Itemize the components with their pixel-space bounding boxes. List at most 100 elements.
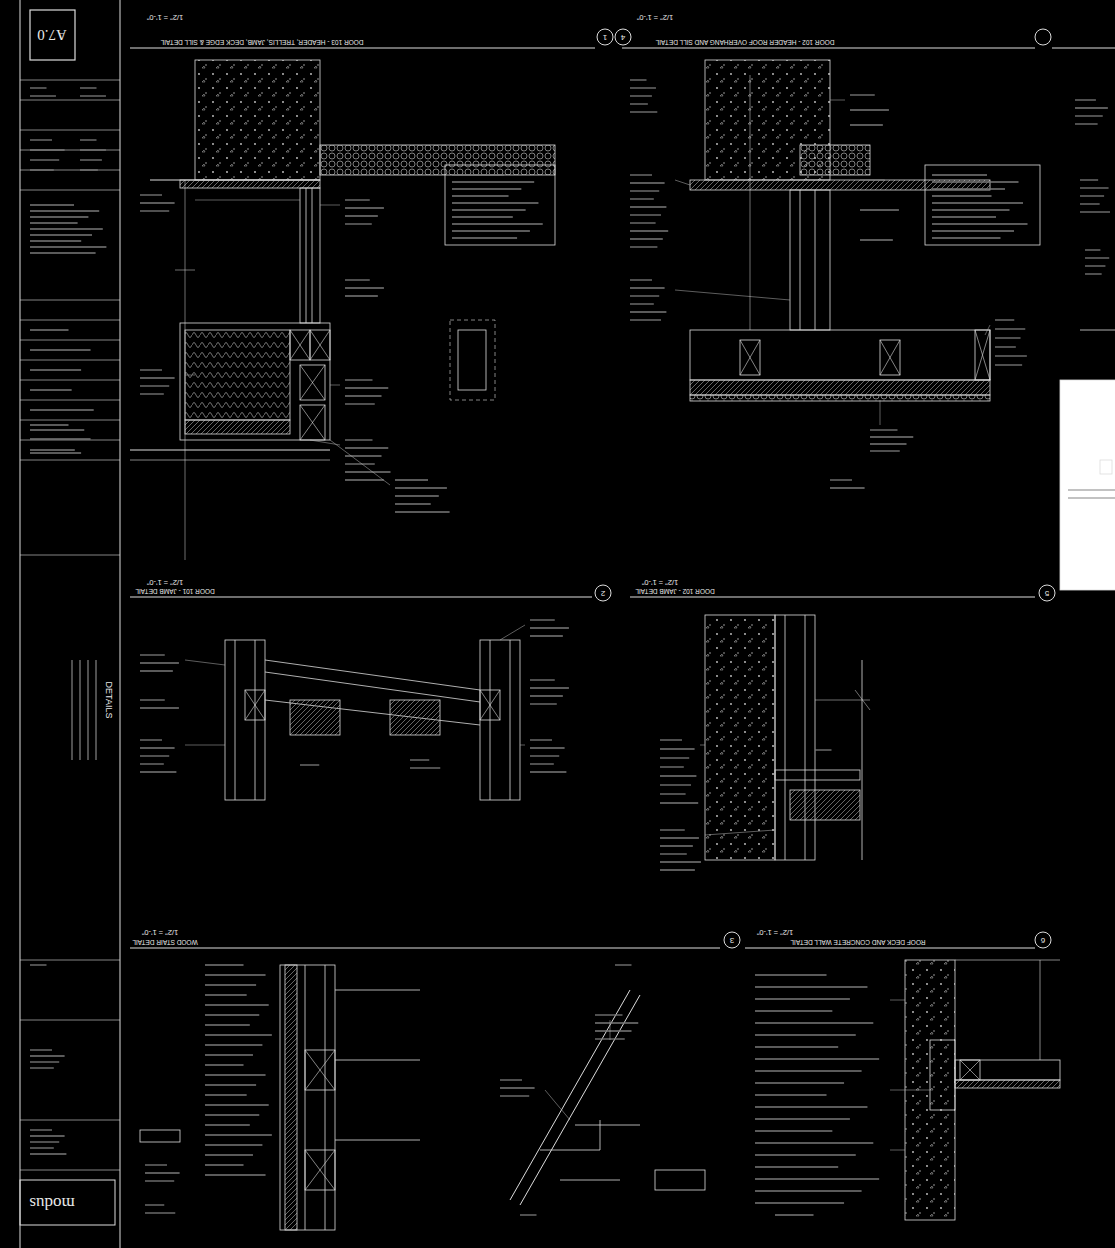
linework [932, 209, 1010, 210]
linework [80, 95, 106, 96]
callout-circle [1035, 29, 1051, 45]
linework [630, 246, 657, 247]
linework [750, 75, 751, 330]
linework [300, 365, 325, 400]
callout-number: 6 [1041, 936, 1045, 945]
linework [995, 328, 1025, 329]
linework [870, 429, 898, 430]
linework [755, 1034, 856, 1035]
linework [300, 405, 325, 440]
linework [480, 690, 500, 720]
linework [20, 555, 120, 556]
linework [205, 1094, 247, 1095]
linework [530, 627, 569, 628]
detail-title: WOOD STAIR DETAIL [132, 938, 198, 945]
linework [300, 405, 325, 440]
linework [205, 1004, 269, 1005]
linework [1080, 211, 1110, 212]
linework [30, 95, 56, 96]
linework [755, 1202, 844, 1203]
linework [30, 1129, 52, 1130]
linework [80, 169, 98, 170]
linework [345, 403, 375, 404]
ballast [690, 395, 990, 401]
linework [630, 95, 652, 96]
linework [500, 1095, 529, 1096]
linework [395, 487, 447, 488]
linework [500, 1087, 535, 1088]
linework [660, 739, 682, 740]
linework [660, 766, 684, 767]
linework [140, 670, 173, 671]
wood-blocking [245, 690, 265, 720]
linework [660, 784, 691, 785]
linework [480, 690, 500, 720]
linework [530, 747, 565, 748]
scale-note: 1/2" = 1'-0" [142, 928, 179, 936]
linework [290, 330, 310, 360]
linework [700, 745, 705, 746]
linework [30, 210, 99, 211]
linework [975, 330, 990, 380]
callout-number: 5 [1045, 589, 1049, 598]
linework [395, 495, 439, 496]
wall-assembly [180, 323, 330, 440]
wood-blocking [305, 1150, 335, 1190]
linework [30, 252, 96, 253]
linework [815, 749, 832, 750]
linework [995, 364, 1022, 365]
linework [1085, 257, 1109, 258]
linework [20, 100, 120, 101]
linework [205, 1104, 269, 1105]
linework [755, 1058, 879, 1059]
linework [785, 615, 786, 860]
linework [850, 109, 889, 110]
linework [880, 400, 881, 425]
linework [660, 793, 686, 794]
callout-circle [1035, 932, 1051, 948]
sheathing [285, 965, 297, 1230]
sheathing [185, 420, 290, 434]
linework [205, 994, 247, 995]
linework [30, 1055, 65, 1056]
linework [755, 1190, 862, 1191]
linework [755, 1130, 832, 1131]
linework [305, 1050, 335, 1090]
linework [30, 240, 81, 241]
linework [995, 346, 1016, 347]
linework [345, 199, 370, 200]
linework [630, 311, 666, 312]
linework [615, 964, 632, 965]
stud-wall [775, 615, 815, 860]
linework [932, 223, 1028, 224]
roof-assembly [690, 330, 990, 380]
linework [520, 995, 640, 1205]
linework [932, 188, 1005, 189]
linework [870, 436, 913, 437]
linework [80, 87, 97, 88]
door-frame [300, 188, 320, 323]
linework [80, 139, 97, 140]
linework [140, 707, 179, 708]
linework [740, 340, 760, 375]
linework [30, 424, 69, 425]
linework [20, 420, 120, 421]
linework [30, 449, 75, 450]
linework [20, 460, 120, 461]
callout-circle [597, 29, 613, 45]
linework [205, 1134, 272, 1135]
linework [205, 1114, 259, 1115]
linework [290, 330, 310, 360]
linework [80, 159, 102, 160]
linework [30, 169, 54, 170]
blocking [458, 330, 486, 390]
scale-note: 1/2" = 1'-0" [147, 13, 184, 21]
linework [500, 1079, 522, 1080]
linework [932, 195, 992, 196]
wood-blocking [975, 330, 990, 380]
linework [30, 1147, 54, 1148]
scale-note: 1/2" = 1'-0" [637, 13, 674, 21]
linework [395, 479, 428, 480]
